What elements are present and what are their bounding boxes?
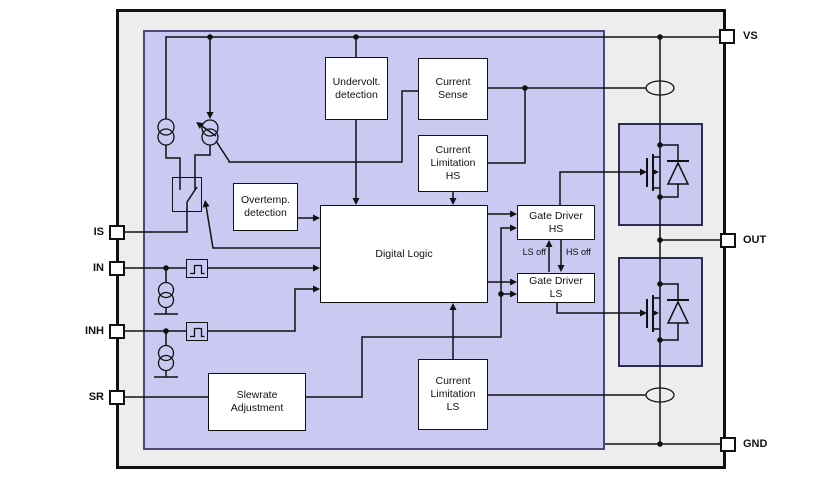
pin-label-in: IN (93, 262, 104, 274)
hs-off-label: HS off (566, 247, 591, 257)
pin-label-gnd: GND (743, 438, 768, 450)
inh-pulldown-source-icon (157, 344, 175, 362)
pin-is (109, 225, 125, 240)
ls-off-label: LS off (522, 247, 546, 257)
vs-sense-loop-icon (645, 80, 675, 96)
sense-current-source-icon (201, 119, 219, 137)
hs-fet-gate-bars (646, 154, 654, 191)
switch-control-wire (205, 206, 320, 249)
pin-vs (719, 29, 735, 44)
block-current-sense: Current Sense (418, 58, 488, 120)
pin-out (720, 233, 736, 248)
schmitt-glyph-inh (190, 327, 205, 338)
ls-body-diode-icon (666, 300, 690, 324)
ls-fet-gate-bars (646, 295, 654, 332)
pin-label-out: OUT (743, 234, 767, 246)
gdhs-gate-wire (559, 171, 640, 205)
fault-current-source-icon (157, 118, 175, 136)
hs-body-diode-icon (666, 161, 690, 185)
block-undervolt-detection: Undervolt. detection (325, 57, 388, 120)
block-slewrate-adjustment: Slewrate Adjustment (208, 373, 306, 431)
schmitt-trigger-inh-icon (186, 322, 208, 341)
pin-label-sr: SR (88, 391, 104, 403)
junction-dots (163, 34, 663, 447)
switch-internals (179, 177, 198, 212)
block-gate-driver-hs: Gate Driver HS (517, 205, 595, 240)
schmitt-glyph-in (190, 264, 205, 275)
pin-gnd (720, 437, 736, 452)
pin-label-inh: INH (85, 325, 104, 337)
block-overtemp-detection: Overtemp. detection (233, 183, 298, 231)
block-current-limitation-ls: Current Limitation LS (418, 359, 488, 430)
vs-rail (165, 36, 719, 119)
in-pulldown-source-icon (157, 281, 175, 299)
pin-in (109, 261, 125, 276)
pin-inh (109, 324, 125, 339)
lcs-bottom-wire (165, 145, 181, 177)
sense-current-wire (215, 90, 418, 163)
pin-sr (109, 390, 125, 405)
ls-fet-wires (653, 283, 679, 341)
block-current-limitation-hs: Current Limitation HS (418, 135, 488, 192)
is-wire (125, 212, 188, 233)
block-digital-logic: Digital Logic (320, 205, 488, 303)
gdls-gate-wire (556, 303, 640, 314)
hs-fet-wires (653, 144, 679, 198)
gnd-sense-loop-icon (645, 387, 675, 403)
schmitt-trigger-in-icon (186, 259, 208, 278)
block-gate-driver-ls: Gate Driver LS (517, 273, 595, 303)
inh-wire (125, 288, 313, 332)
rcs-bottom-wire (194, 145, 211, 177)
slewrate-out-wire (306, 227, 510, 398)
arrowheads (196, 112, 659, 317)
pin-label-vs: VS (743, 30, 758, 42)
pin-label-is: IS (93, 226, 104, 238)
sense-clhs-wire (488, 88, 526, 164)
